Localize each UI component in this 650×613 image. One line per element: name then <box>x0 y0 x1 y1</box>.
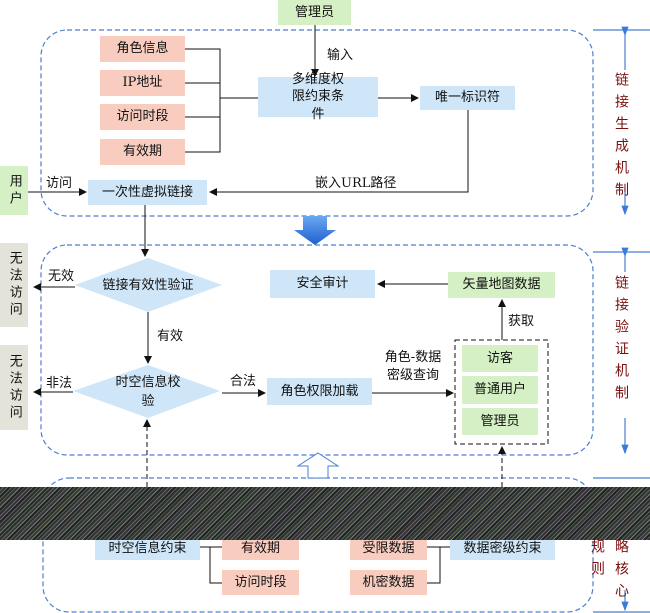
spacetime-diamond <box>73 365 220 418</box>
link-node: 一次性虚拟链接 <box>88 180 207 205</box>
roles-group <box>454 339 549 445</box>
down-arrow-icon <box>294 216 336 245</box>
attr-role: 角色信息 <box>100 36 185 62</box>
role-admin: 管理员 <box>462 408 538 435</box>
up-hollow-arrow-icon <box>296 452 340 479</box>
embed-label: 嵌入URL路径 <box>315 176 397 191</box>
data-item-secret: 机密数据 <box>350 570 427 595</box>
legal-label: 合法 <box>230 374 257 389</box>
spacetime-check-label: 时空信息校验 <box>115 374 181 410</box>
denied-node-2: 无法访问 <box>0 345 28 430</box>
role-load-node: 角色权限加载 <box>267 378 372 405</box>
role-user: 普通用户 <box>462 376 538 404</box>
frame-generation <box>40 29 594 217</box>
visit-label: 访问 <box>46 176 73 191</box>
identifier-node: 唯一标识符 <box>420 86 515 110</box>
side-label-verification: 链接验证机制 <box>613 275 629 407</box>
query-label: 角色-数据密级查询 <box>384 350 442 383</box>
valid-label: 有效 <box>157 329 184 344</box>
invalid-label: 无效 <box>48 269 75 284</box>
denied-node-1: 无法访问 <box>0 243 28 327</box>
validity-diamond <box>75 258 222 312</box>
level-constraint-node: 数据密级约束 <box>450 537 555 560</box>
audit-node: 安全审计 <box>270 270 375 298</box>
illegal-label: 非法 <box>46 376 73 391</box>
user-node: 用户 <box>0 166 28 215</box>
time-item-validity: 有效期 <box>222 537 299 560</box>
constraints-node: 多维度权限约束条件 <box>258 72 378 122</box>
map-data-node: 矢量地图数据 <box>448 272 555 298</box>
frame-verification <box>40 244 594 456</box>
side-label-generation: 链接生成机制 <box>613 72 629 204</box>
fetch-label: 获取 <box>508 314 535 329</box>
attr-validity: 有效期 <box>100 139 185 165</box>
time-item-period: 访问时段 <box>222 570 299 595</box>
noise-band <box>0 487 650 540</box>
input-label: 输入 <box>327 48 354 63</box>
admin-node: 管理员 <box>278 0 351 25</box>
role-visitor: 访客 <box>462 345 538 372</box>
attr-time: 访问时段 <box>100 104 185 130</box>
data-item-restricted: 受限数据 <box>350 537 427 560</box>
attr-ip: IP地址 <box>100 70 185 96</box>
validity-check-label: 链接有效性验证 <box>102 278 194 294</box>
spacetime-constraint-node: 时空信息约束 <box>95 537 200 560</box>
